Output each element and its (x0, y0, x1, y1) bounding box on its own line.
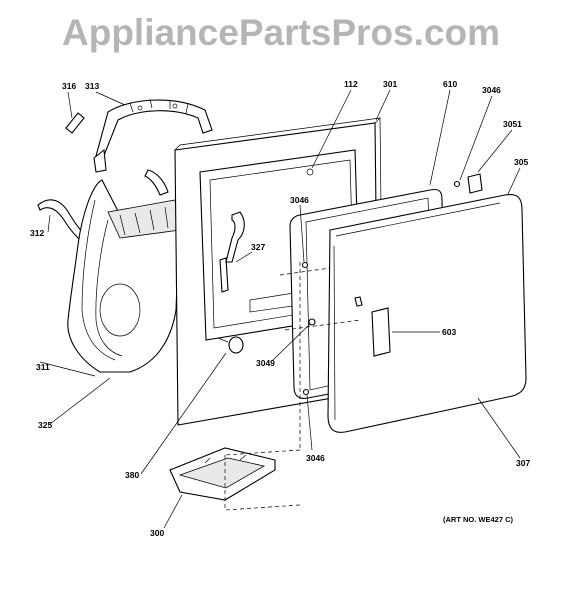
callout-3049: 3049 (256, 358, 275, 368)
callout-3046-a: 3046 (482, 85, 501, 95)
part-305-door-outer[interactable] (327, 194, 527, 433)
part-313-bracket[interactable] (93, 98, 213, 173)
part-311-duct-assembly[interactable] (67, 169, 181, 373)
callout-603: 603 (442, 327, 456, 337)
callout-301: 301 (383, 79, 397, 89)
callout-327: 327 (251, 242, 265, 252)
callout-312: 312 (30, 228, 44, 238)
callout-305: 305 (514, 157, 528, 167)
callout-325: 325 (38, 420, 52, 430)
callout-307: 307 (516, 458, 530, 468)
part-316-pad[interactable] (65, 112, 85, 134)
callout-610: 610 (443, 79, 457, 89)
callout-3051: 3051 (503, 119, 522, 129)
callout-3046-c: 3046 (306, 453, 325, 463)
part-327-hinge[interactable] (225, 211, 245, 263)
watermark: AppliancePartsPros.com (62, 12, 500, 53)
callout-316: 316 (62, 81, 76, 91)
part-300-lint-filter[interactable] (169, 447, 276, 501)
callout-3046-b: 3046 (290, 195, 309, 205)
art-number: (ART NO. WE427 C) (443, 515, 514, 524)
screw-parts[interactable] (301, 180, 461, 396)
part-380-switch[interactable] (217, 336, 244, 354)
callout-380: 380 (125, 470, 139, 480)
callout-313: 313 (85, 81, 99, 91)
callout-311: 311 (36, 362, 50, 372)
leader-lines (39, 89, 521, 529)
callout-112: 112 (344, 79, 358, 89)
alignment-lines (224, 262, 361, 511)
part-callouts: 316 313 112 301 610 3046 3051 305 312 30… (30, 79, 530, 538)
part-3051-strike[interactable] (467, 173, 483, 194)
callout-300: 300 (150, 528, 164, 538)
